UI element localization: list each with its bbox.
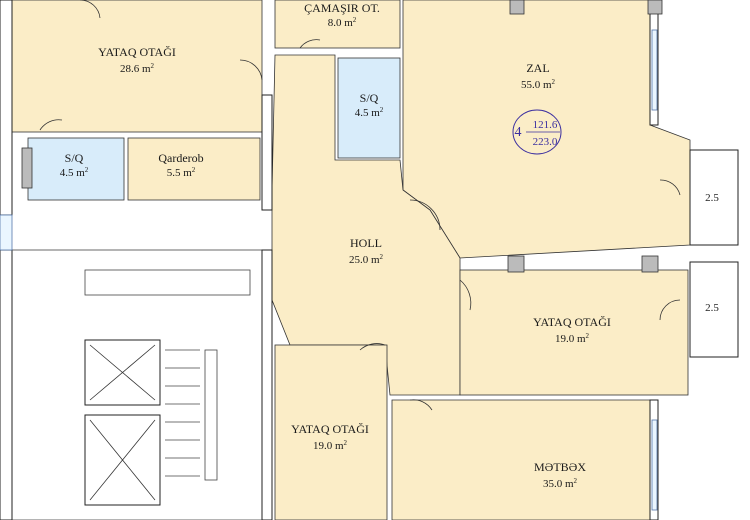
apartment-area-living: 121.6 xyxy=(533,119,558,131)
room-yataq-otagi-2[interactable] xyxy=(459,269,689,396)
area-yataq-1: 28.6 m2 xyxy=(120,62,155,75)
label-qarderob: Qarderob xyxy=(158,151,203,165)
balcony-dim-1: 2.5 xyxy=(705,192,719,204)
area-sq-2: 4.5 m2 xyxy=(60,166,89,179)
balcony-1 xyxy=(689,149,739,246)
door-swing xyxy=(359,343,386,351)
label-camasir: ÇAMAŞIR OT. xyxy=(304,1,380,15)
door-swing xyxy=(659,299,681,321)
door-swing xyxy=(459,279,472,311)
window xyxy=(651,419,658,511)
wall-center-lower xyxy=(261,249,273,520)
door-swing xyxy=(409,399,433,411)
label-sq-2: S/Q xyxy=(65,151,84,165)
label-yataq-3: YATAQ OTAĞI xyxy=(291,422,369,436)
label-yataq-1: YATAQ OTAĞI xyxy=(98,45,176,59)
room-qarderob[interactable] xyxy=(127,137,261,201)
door-swing xyxy=(299,39,321,49)
door-swing xyxy=(79,0,101,19)
wall-left-lower xyxy=(0,249,13,520)
apartment-number: 4 xyxy=(515,125,522,140)
apartment-badge: 4 121.6 223.0 xyxy=(512,109,562,155)
area-yataq-3: 19.0 m2 xyxy=(313,439,348,452)
room-camasir-ot[interactable] xyxy=(274,0,401,49)
stair-steps xyxy=(165,349,218,481)
area-holl: 25.0 m2 xyxy=(349,253,384,266)
stair-landing xyxy=(84,269,251,296)
wall-center xyxy=(261,94,273,211)
balcony-2 xyxy=(689,261,739,358)
label-holl: HOLL xyxy=(350,236,382,250)
area-camasir: 8.0 m2 xyxy=(328,16,357,29)
door-swing xyxy=(39,119,63,131)
door-swing xyxy=(239,59,263,81)
window xyxy=(651,29,658,111)
pillar xyxy=(641,255,659,273)
label-metbex: MƏTBƏX xyxy=(534,460,586,474)
area-qarderob: 5.5 m2 xyxy=(167,166,196,179)
pillar xyxy=(647,0,663,15)
window xyxy=(0,214,13,251)
door-swing xyxy=(659,179,681,196)
area-sq-1: 4.5 m2 xyxy=(355,106,384,119)
label-sq-1: S/Q xyxy=(360,91,379,105)
door-swing xyxy=(409,199,441,231)
pillar xyxy=(21,147,33,189)
balcony-dim-2: 2.5 xyxy=(705,302,719,314)
area-yataq-2: 19.0 m2 xyxy=(555,332,590,345)
label-zal: ZAL xyxy=(526,61,549,75)
room-yataq-otagi-1[interactable] xyxy=(11,0,263,133)
area-metbex: 35.0 m2 xyxy=(543,477,578,490)
room-metbex[interactable] xyxy=(391,399,651,520)
pillar xyxy=(509,0,525,15)
room-yataq-otagi-3[interactable] xyxy=(274,344,388,520)
room-sq-2[interactable] xyxy=(27,137,125,201)
wall-left xyxy=(0,0,13,216)
room-sq-1[interactable] xyxy=(337,57,401,159)
pillar xyxy=(507,255,525,273)
area-zal: 55.0 m2 xyxy=(521,78,556,91)
apartment-area-total: 223.0 xyxy=(533,136,558,148)
label-yataq-2: YATAQ OTAĞI xyxy=(533,315,611,329)
